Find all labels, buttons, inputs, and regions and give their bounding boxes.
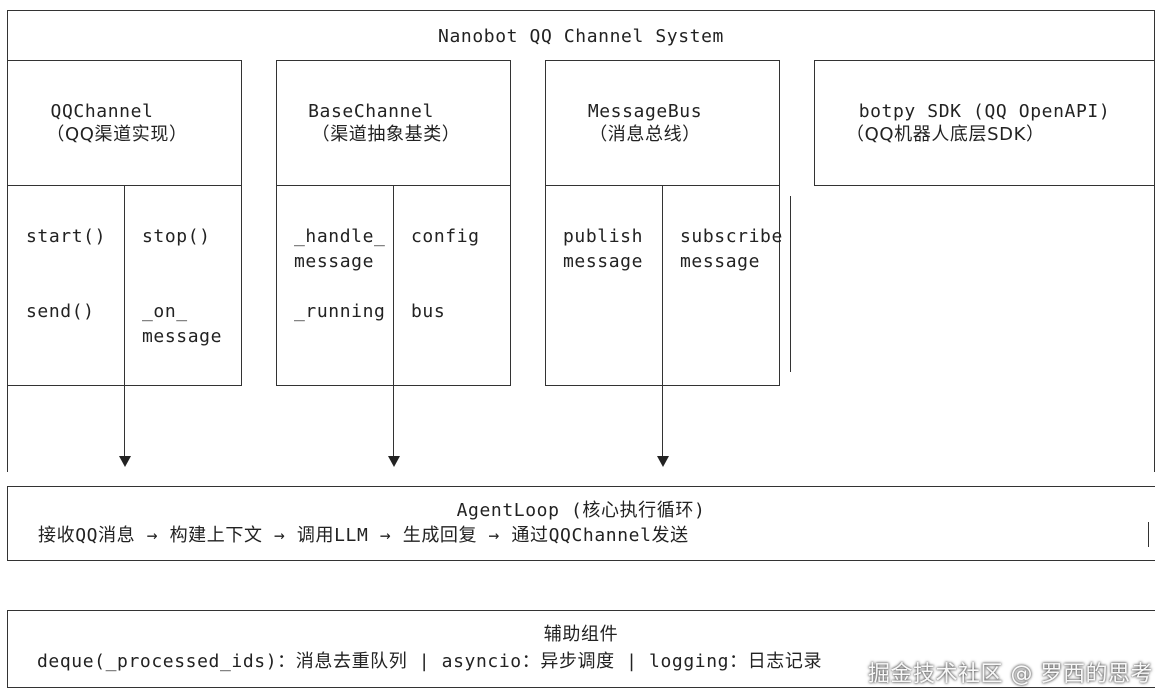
messagebus-publish: publish message bbox=[563, 226, 644, 272]
agentloop-flow: 接收QQ消息 → 构建上下文 → 调用LLM → 生成回复 → 通过QQChan… bbox=[38, 525, 689, 546]
basechannel-config: config bbox=[411, 226, 480, 247]
basechannel-bus: bus bbox=[411, 301, 446, 322]
botpy-sdk-name: botpy SDK (QQ OpenAPI) bbox=[858, 101, 1111, 122]
basechannel-handle-message: _handle_ message bbox=[294, 226, 386, 272]
qqchannel-arrow-line bbox=[124, 386, 125, 456]
qqchannel-send-method: send() bbox=[26, 301, 95, 322]
messagebus-subtitle: （消息总线） bbox=[589, 124, 701, 145]
botpy-sdk-subtitle: （QQ机器人底层SDK） bbox=[846, 124, 1045, 145]
basechannel-column-divider bbox=[393, 185, 394, 386]
qqchannel-subtitle: （QQ渠道实现） bbox=[46, 124, 188, 145]
basechannel-name: BaseChannel bbox=[308, 101, 434, 122]
messagebus-subscribe: subscribe message bbox=[680, 226, 783, 272]
helpers-items: deque(_processed_ids)：消息去重队列 | asyncio：异… bbox=[37, 651, 823, 672]
qqchannel-column-divider bbox=[124, 185, 125, 386]
messagebus-name: MessageBus bbox=[587, 101, 703, 122]
qqchannel-on-message-method: _on_ message bbox=[142, 301, 223, 347]
agentloop-box bbox=[7, 486, 1155, 561]
messagebus-arrow-head bbox=[656, 456, 669, 467]
watermark: 掘金技术社区 @ 罗西的思考 bbox=[868, 662, 1153, 687]
qqchannel-start-method: start() bbox=[26, 226, 107, 247]
qqchannel-stop-method: stop() bbox=[142, 226, 211, 247]
messagebus-overflow-edge bbox=[790, 196, 791, 372]
basechannel-arrow-head bbox=[387, 456, 400, 467]
system-title: Nanobot QQ Channel System bbox=[438, 26, 724, 47]
agentloop-right-edge bbox=[1148, 522, 1149, 547]
helpers-title: 辅助组件 bbox=[543, 624, 619, 645]
agentloop-title: AgentLoop (核心执行循环) bbox=[456, 500, 706, 521]
botpy-sdk-box bbox=[814, 60, 1155, 186]
helpers-box bbox=[7, 610, 1155, 688]
basechannel-arrow-line bbox=[393, 386, 394, 456]
basechannel-subtitle: （渠道抽象基类） bbox=[311, 124, 461, 145]
qqchannel-name: QQChannel bbox=[50, 101, 154, 122]
basechannel-running: _running bbox=[294, 301, 386, 322]
messagebus-column-divider bbox=[662, 185, 663, 386]
qqchannel-arrow-head bbox=[118, 456, 131, 467]
messagebus-arrow-line bbox=[662, 386, 663, 456]
